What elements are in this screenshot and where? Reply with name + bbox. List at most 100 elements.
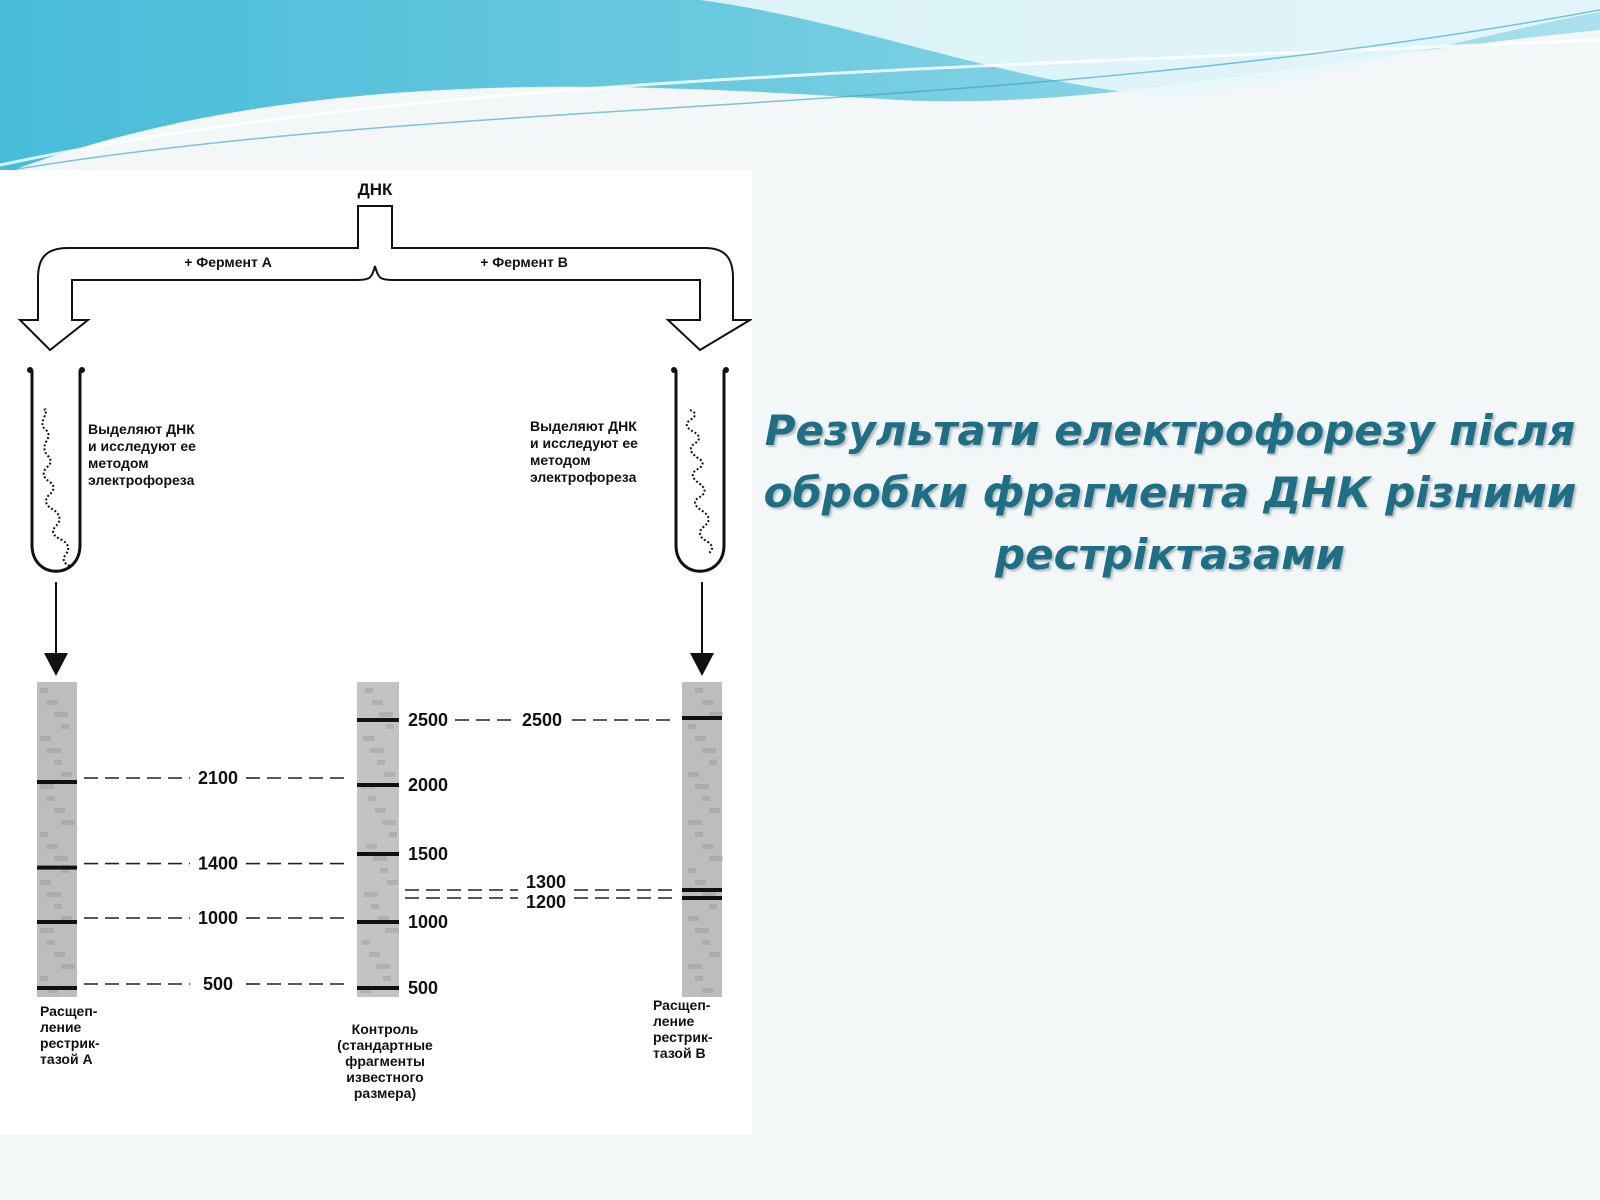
gel-texture-speck bbox=[360, 988, 371, 993]
svg-text:Выделяют ДНК: Выделяют ДНК bbox=[530, 418, 637, 434]
gel-texture-speck bbox=[40, 976, 48, 981]
svg-text:электрофореза: электрофореза bbox=[530, 469, 637, 485]
gel-texture-speck bbox=[61, 724, 69, 729]
gel-texture-speck bbox=[378, 916, 389, 921]
gel-texture-speck bbox=[382, 820, 396, 825]
gel-texture-speck bbox=[373, 856, 387, 861]
gel-texture-speck bbox=[688, 868, 696, 873]
gel-texture-speck bbox=[709, 760, 717, 765]
lane-a-band-label-500: 500 bbox=[203, 974, 233, 994]
tube-text-left: Выделяют ДНК и исследуют ее методом элек… bbox=[88, 421, 196, 488]
svg-text:рестрик-: рестрик- bbox=[653, 1029, 713, 1045]
gel-texture-speck bbox=[695, 928, 709, 933]
gel-texture-speck bbox=[688, 772, 699, 777]
gel-texture-speck bbox=[387, 880, 398, 885]
gel-texture-speck bbox=[385, 928, 399, 933]
electrophoresis-diagram-panel: ДНК + Фермент А + Фермент В Выделяют ДНК… bbox=[0, 170, 752, 1135]
svg-text:фрагменты: фрагменты bbox=[345, 1053, 425, 1069]
svg-text:рестрик-: рестрик- bbox=[40, 1035, 100, 1051]
gel-texture-speck bbox=[47, 700, 58, 705]
lane-b-band-label-1200: 1200 bbox=[526, 892, 566, 912]
gel-texture-speck bbox=[40, 688, 48, 693]
gel-texture-speck bbox=[702, 988, 713, 993]
electrophoresis-diagram: ДНК + Фермент А + Фермент В Выделяют ДНК… bbox=[17, 180, 752, 1101]
gel-texture-speck bbox=[709, 712, 723, 717]
gel-texture-speck bbox=[40, 928, 54, 933]
gel-texture-speck bbox=[40, 784, 54, 789]
gel-texture-speck bbox=[371, 904, 379, 909]
gel-texture-speck bbox=[688, 820, 702, 825]
gel-lane-b bbox=[682, 682, 722, 997]
gel-texture-speck bbox=[688, 724, 696, 729]
header-wave-line-1 bbox=[0, 38, 1600, 167]
gel-texture-speck bbox=[40, 736, 51, 741]
gel-texture-speck bbox=[695, 688, 703, 693]
gel-texture-speck bbox=[47, 748, 61, 753]
svg-text:ление: ление bbox=[40, 1019, 82, 1035]
control-band-label-1000: 1000 bbox=[408, 912, 448, 932]
svg-text:методом: методом bbox=[530, 452, 591, 468]
gel-texture-speck bbox=[709, 904, 717, 909]
svg-text:Расщеп-: Расщеп- bbox=[653, 997, 711, 1013]
gel-texture-speck bbox=[61, 820, 75, 825]
lane-a-band-1000 bbox=[37, 920, 77, 924]
gel-texture-speck bbox=[40, 832, 48, 837]
control-band-500 bbox=[357, 986, 399, 990]
down-arrow-right bbox=[690, 582, 714, 676]
gel-texture-speck bbox=[702, 700, 713, 705]
enzyme-a-label: + Фермент А bbox=[184, 254, 272, 270]
gel-texture-speck bbox=[47, 796, 55, 801]
gel-texture-speck bbox=[379, 712, 393, 717]
gel-texture-speck bbox=[695, 976, 703, 981]
svg-text:методом: методом bbox=[88, 455, 149, 471]
dna-top-label: ДНК bbox=[358, 180, 393, 199]
lane-a-band-500 bbox=[37, 986, 77, 990]
gel-texture-speck bbox=[40, 880, 51, 885]
svg-text:и исследуют ее: и исследуют ее bbox=[530, 435, 638, 451]
dna-strand-icon-right bbox=[685, 409, 713, 555]
gel-texture-speck bbox=[368, 796, 376, 801]
gel-texture-speck bbox=[54, 760, 62, 765]
svg-text:Контроль: Контроль bbox=[352, 1021, 419, 1037]
svg-text:Расщеп-: Расщеп- bbox=[40, 1003, 98, 1019]
gel-texture-speck bbox=[380, 868, 388, 873]
lane-a-caption: Расщеп- ление рестрик- тазой А bbox=[40, 1003, 100, 1067]
gel-texture-speck bbox=[61, 916, 72, 921]
gel-texture-speck bbox=[702, 844, 713, 849]
gel-texture-speck bbox=[386, 724, 394, 729]
gel-texture-speck bbox=[54, 808, 65, 813]
lane-b-band-1200 bbox=[682, 896, 722, 900]
gel-texture-speck bbox=[369, 952, 380, 957]
gel-texture-speck bbox=[54, 712, 68, 717]
svg-text:размера): размера) bbox=[354, 1085, 416, 1101]
enzyme-b-label: + Фермент В bbox=[480, 254, 568, 270]
control-band-1000 bbox=[357, 920, 399, 924]
gel-texture-speck bbox=[695, 832, 703, 837]
svg-text:и исследуют ее: и исследуют ее bbox=[88, 438, 196, 454]
gel-texture-speck bbox=[54, 904, 62, 909]
gel-texture-speck bbox=[364, 892, 378, 897]
gel-texture-speck bbox=[709, 808, 720, 813]
lane-a-band-label-1400: 1400 bbox=[198, 854, 238, 874]
control-band-1500 bbox=[357, 852, 399, 856]
gel-texture-speck bbox=[702, 940, 710, 945]
gel-texture-speck bbox=[709, 952, 720, 957]
gel-lane-a bbox=[37, 682, 77, 997]
gel-texture-speck bbox=[376, 964, 390, 969]
lane-a-band-label-1000: 1000 bbox=[198, 908, 238, 928]
gel-texture-speck bbox=[47, 940, 55, 945]
gel-texture-speck bbox=[365, 688, 373, 693]
gel-texture-speck bbox=[363, 736, 374, 741]
control-band-label-2000: 2000 bbox=[408, 775, 448, 795]
bands-layer: 2500200015001000500210014001000500250013… bbox=[37, 710, 722, 998]
svg-text:известного: известного bbox=[346, 1069, 423, 1085]
gel-texture-speck bbox=[377, 760, 385, 765]
gel-texture-speck bbox=[389, 832, 397, 837]
control-band-label-500: 500 bbox=[408, 978, 438, 998]
gel-texture-speck bbox=[47, 892, 61, 897]
gel-texture-speck bbox=[61, 964, 75, 969]
gel-texture-speck bbox=[702, 796, 710, 801]
lane-b-caption: Расщеп- ление рестрик- тазой В bbox=[653, 997, 713, 1061]
gel-texture-speck bbox=[47, 988, 58, 993]
